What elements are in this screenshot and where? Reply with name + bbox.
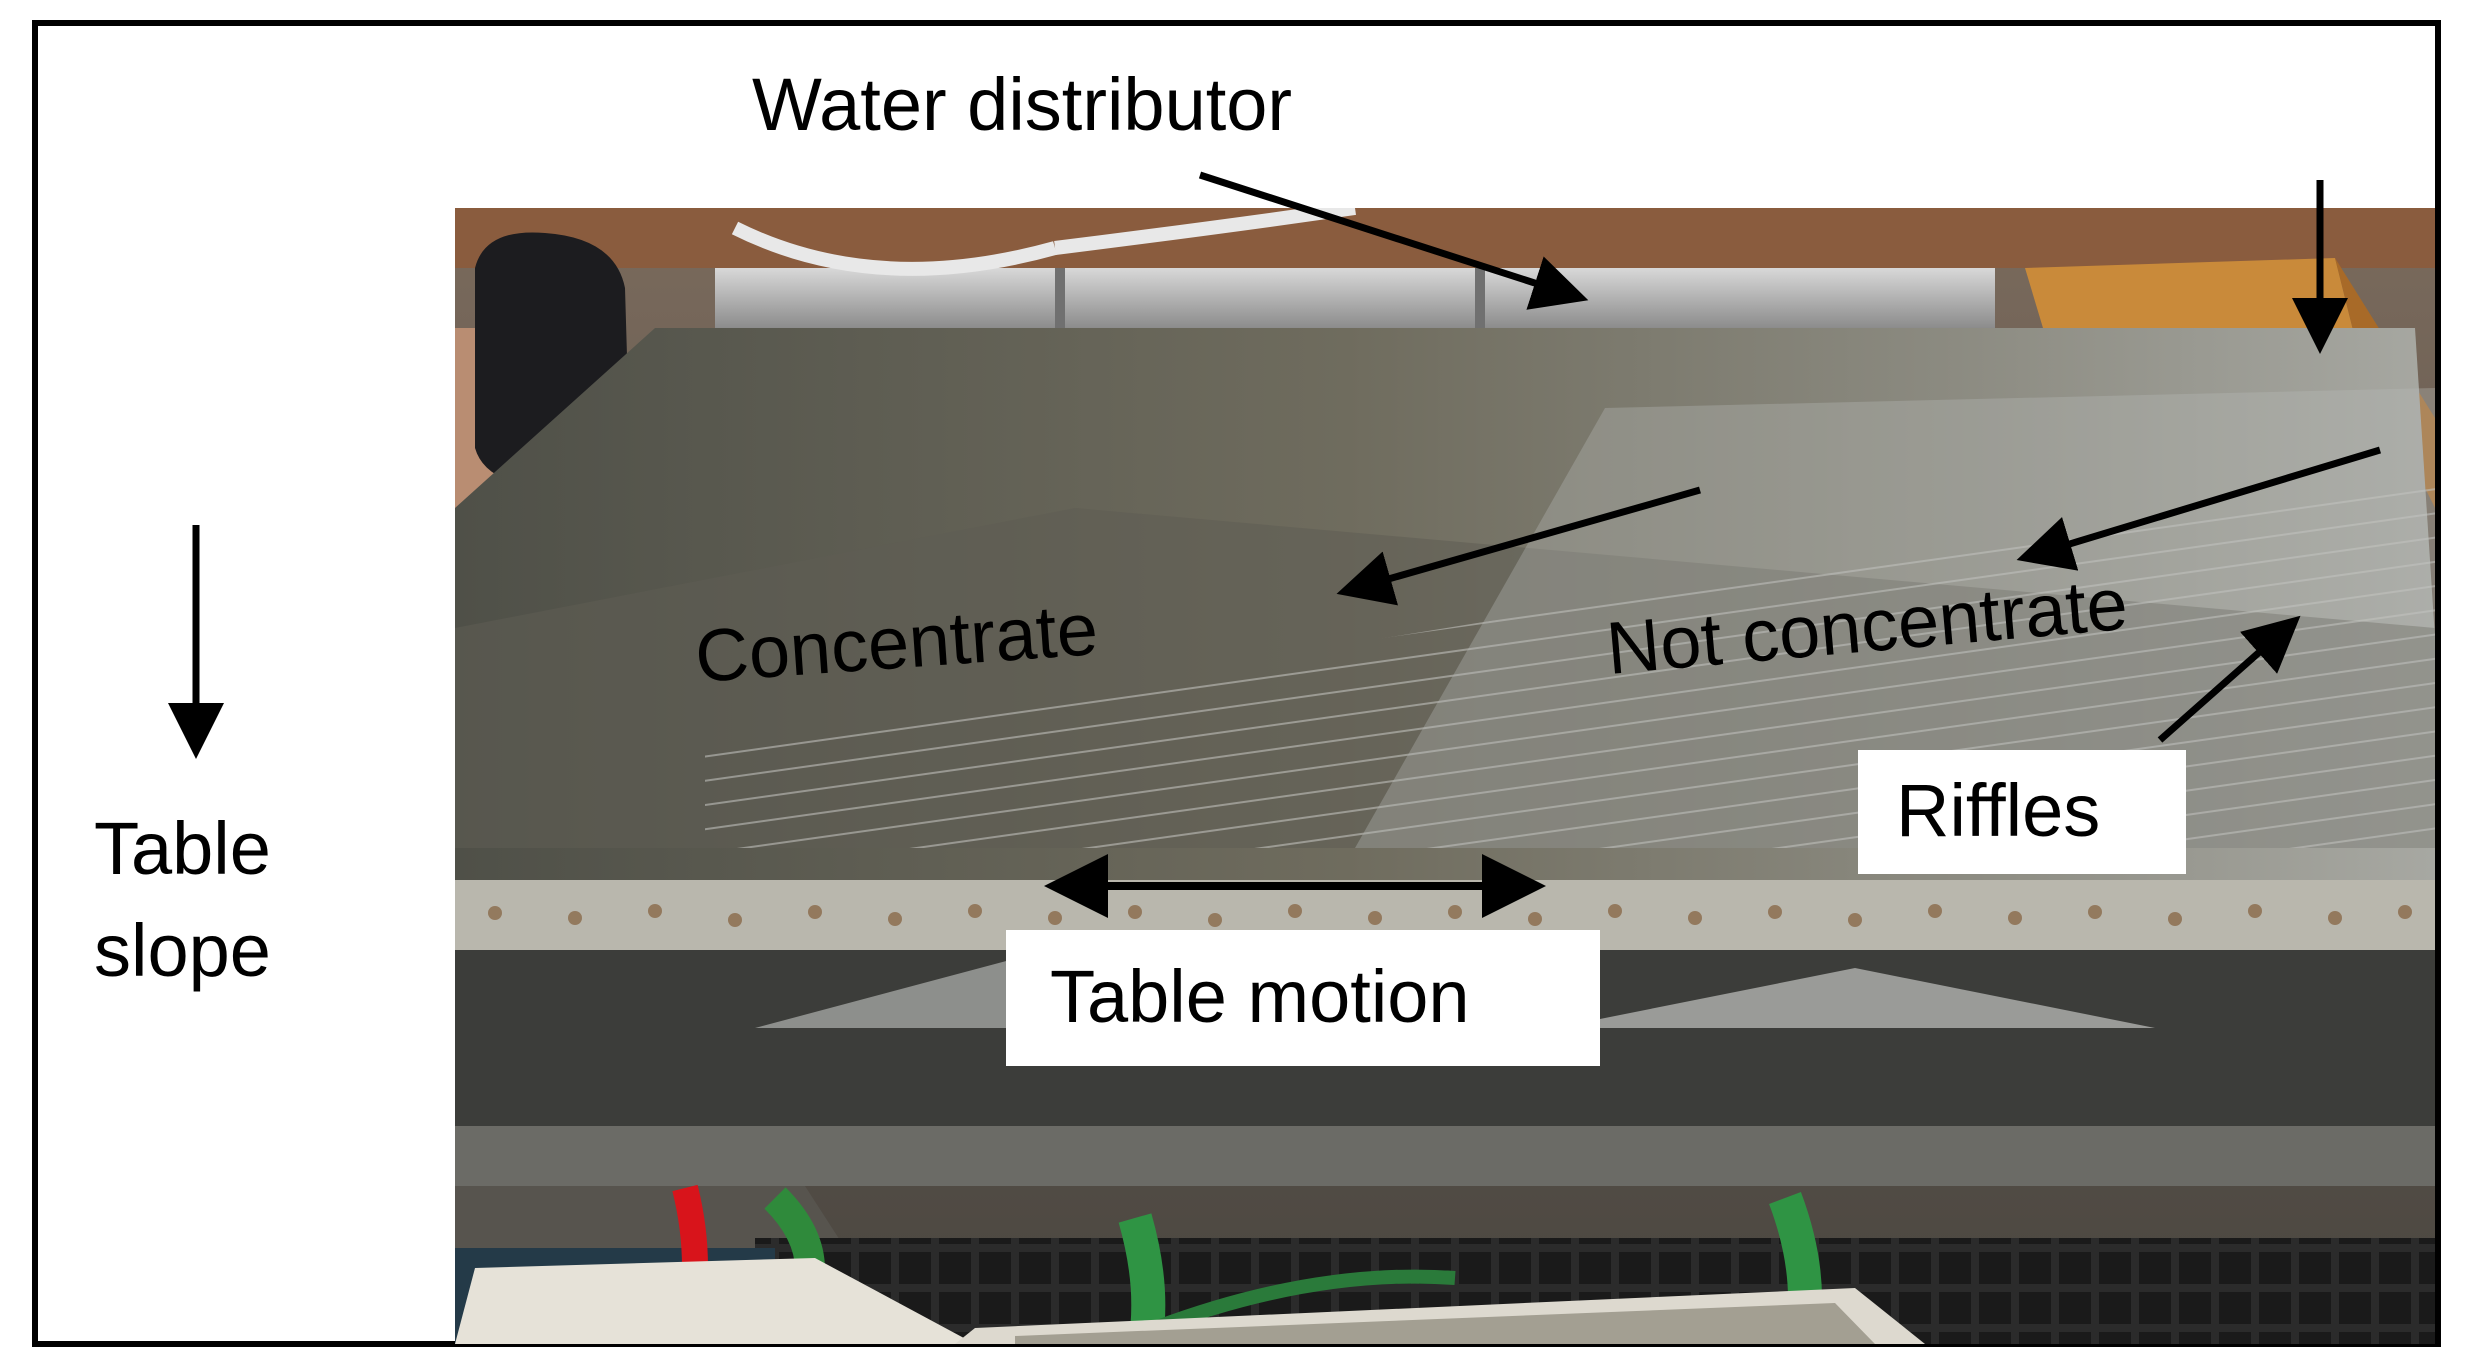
table-slope-label-line1: Table: [94, 807, 271, 890]
table-motion-label: [1006, 930, 1600, 1066]
table-motion-text: Table motion: [1050, 955, 1470, 1038]
riffles-text: Riffles: [1896, 769, 2101, 852]
water-distributor-text: Water distributor: [752, 63, 1293, 146]
water-distributor-label: [710, 60, 1510, 168]
riffles-label: [1858, 750, 2186, 874]
table-slope-label-line2: slope: [94, 909, 271, 992]
